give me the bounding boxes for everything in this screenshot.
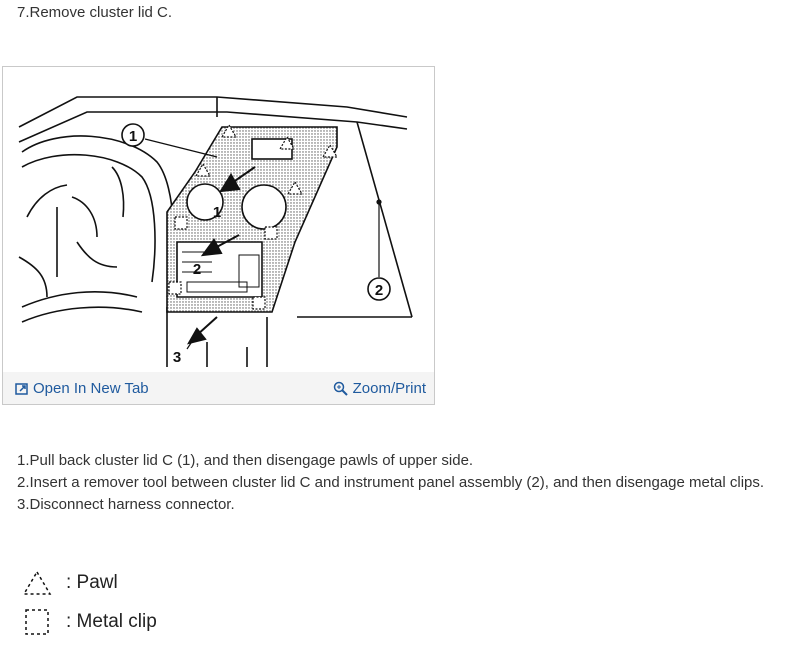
zoom-print-label: Zoom/Print bbox=[352, 380, 426, 397]
instruction-step-3: 3.Disconnect harness connector. bbox=[17, 496, 235, 513]
pawl-triangle-icon bbox=[22, 570, 52, 595]
callout-1-circle: 1 bbox=[129, 128, 137, 145]
step-heading: 7.Remove cluster lid C. bbox=[17, 4, 173, 21]
legend-pawl-label: : Pawl bbox=[66, 572, 118, 593]
open-tab-icon bbox=[15, 382, 28, 395]
metal-clip-square-icon bbox=[25, 609, 49, 635]
figure-panel: 1 2 1 2 3 Open In New Tab Zoom/Print bbox=[2, 66, 435, 405]
legend-row-pawl: : Pawl bbox=[20, 568, 270, 598]
instruction-step-2: 2.Insert a remover tool between cluster … bbox=[17, 474, 765, 491]
legend-metal-clip-label: : Metal clip bbox=[66, 611, 157, 632]
step-callout-1: 1 bbox=[213, 204, 221, 221]
callout-2-circle: 2 bbox=[375, 282, 383, 299]
figure-toolbar: Open In New Tab Zoom/Print bbox=[3, 372, 434, 404]
cluster-lid-illustration: 1 2 1 2 3 bbox=[18, 96, 413, 367]
magnifier-icon bbox=[333, 381, 348, 396]
step-callout-2: 2 bbox=[193, 261, 201, 278]
instruction-step-1: 1.Pull back cluster lid C (1), and then … bbox=[17, 452, 474, 469]
instruction-list: 1.Pull back cluster lid C (1), and then … bbox=[17, 450, 764, 516]
open-in-new-tab-label: Open In New Tab bbox=[33, 380, 149, 397]
zoom-print-link[interactable]: Zoom/Print bbox=[333, 380, 426, 397]
legend-row-metal-clip: : Metal clip bbox=[20, 607, 270, 637]
step-callout-3: 3 bbox=[173, 349, 181, 366]
open-in-new-tab-link[interactable]: Open In New Tab bbox=[15, 380, 149, 397]
